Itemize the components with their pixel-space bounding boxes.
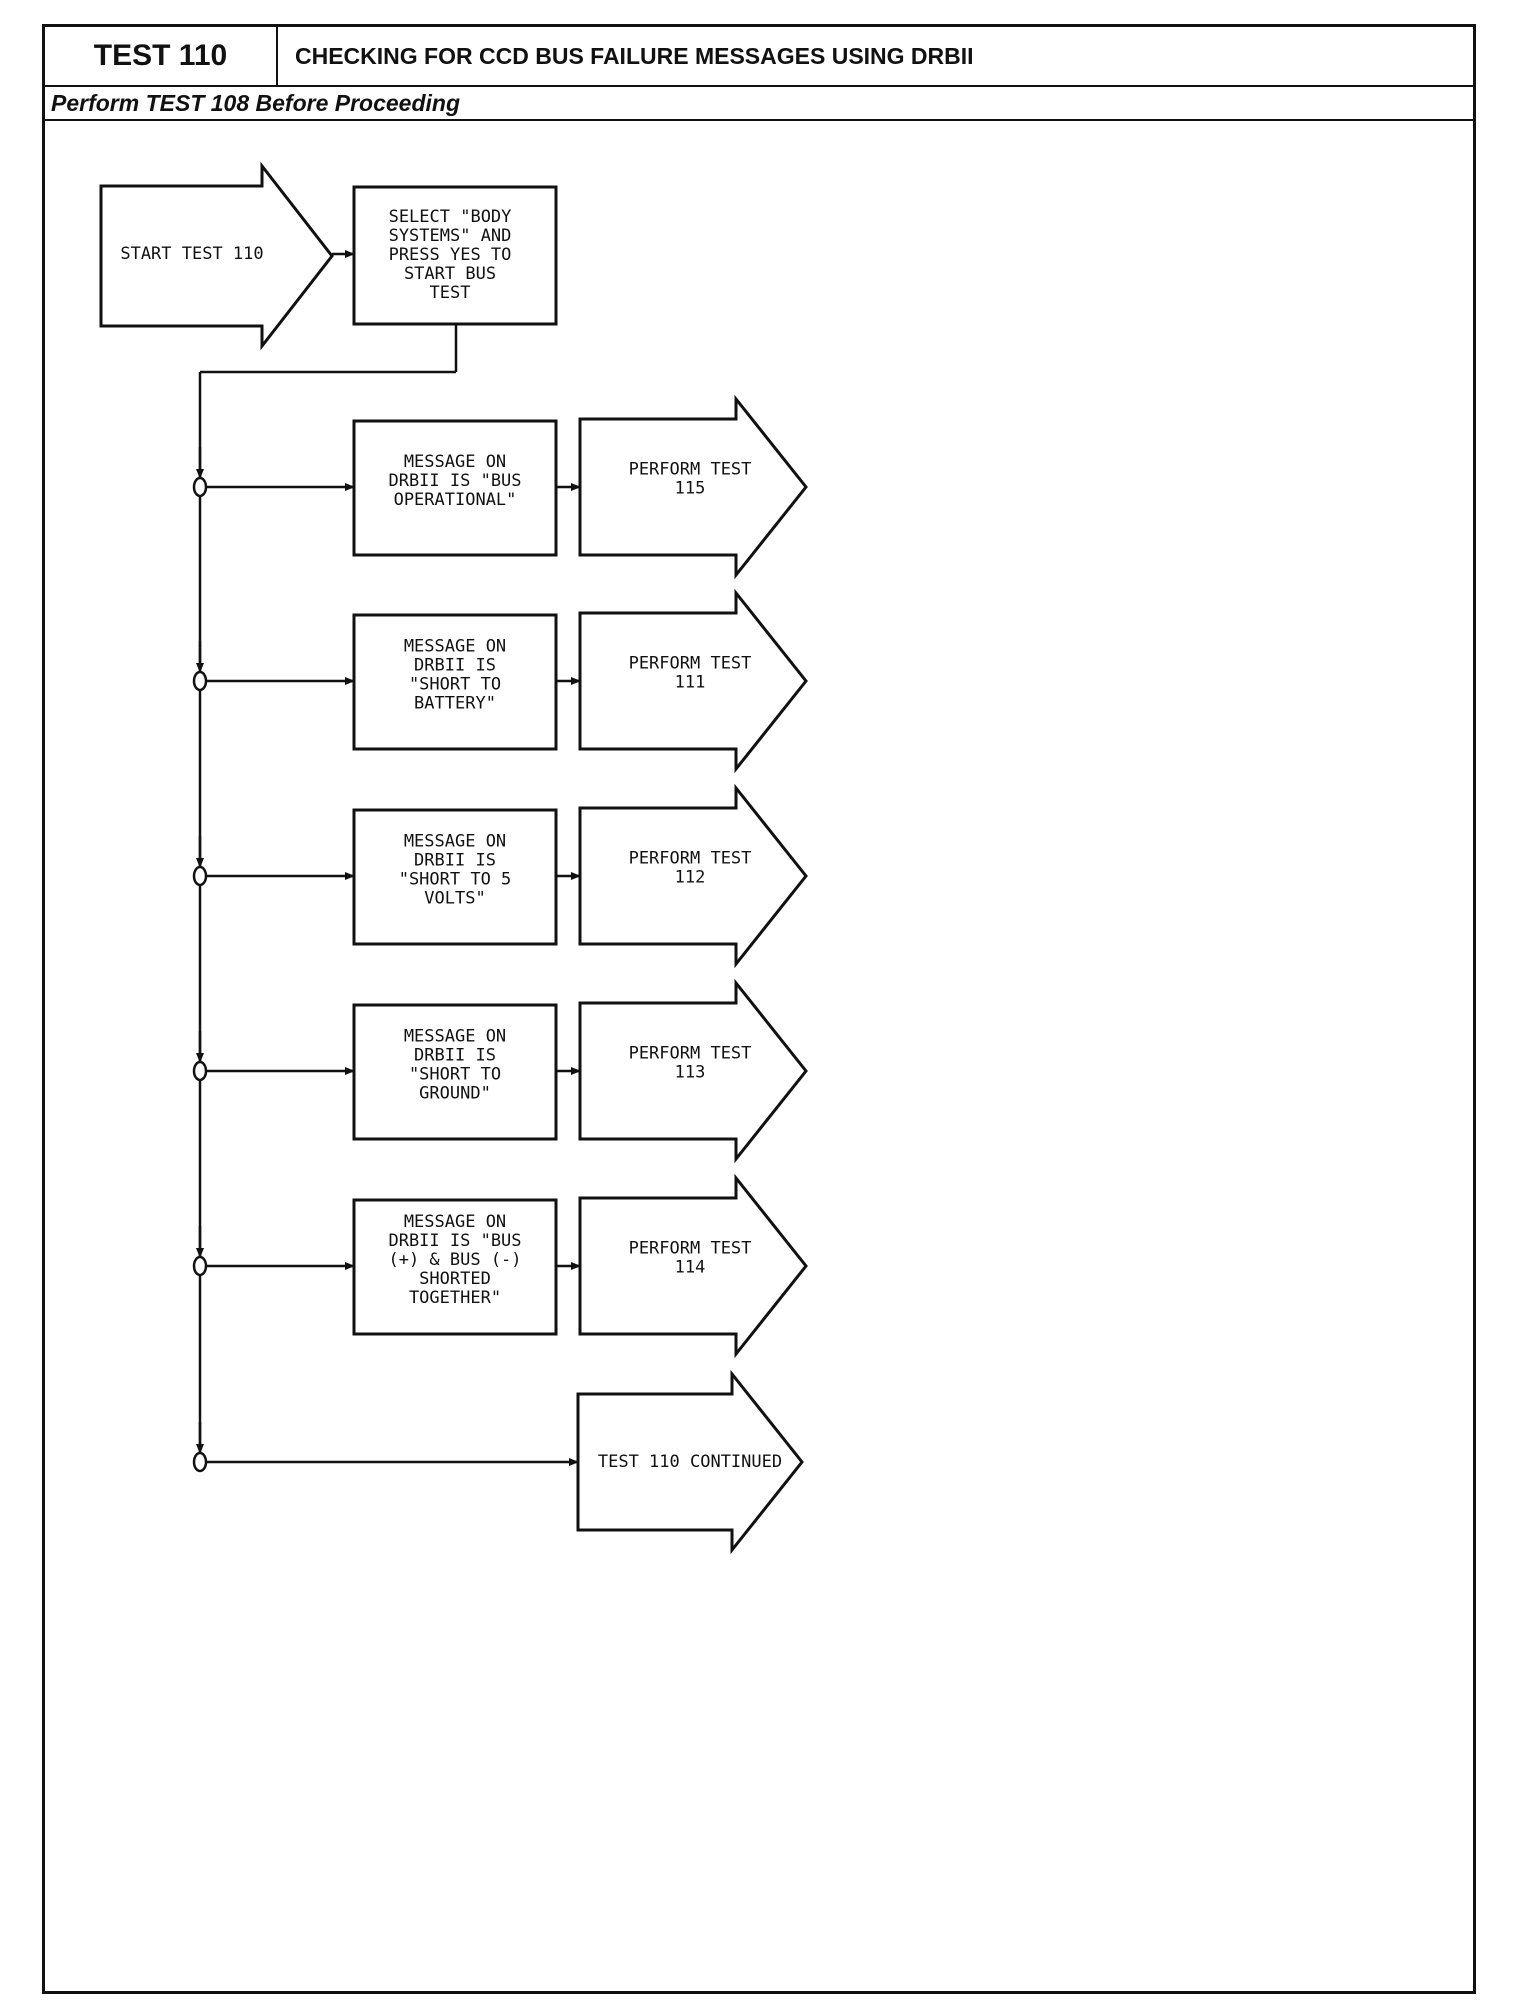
test-id: TEST 110 — [45, 27, 278, 85]
message-label-line: "SHORT TO — [409, 1065, 501, 1085]
page-frame: TEST 110 CHECKING FOR CCD BUS FAILURE ME… — [42, 24, 1476, 1994]
message-box — [352, 419, 558, 557]
start-label-line: START TEST 110 — [120, 244, 263, 264]
message-label-line: DRBII IS "BUS — [388, 471, 521, 491]
message-label-line: BATTERY" — [414, 694, 496, 714]
message-label-line: MESSAGE ON — [404, 1212, 506, 1232]
select-label-line: PRESS YES TO — [389, 245, 512, 265]
select-label-line: SYSTEMS" AND — [389, 226, 512, 246]
branch-node — [192, 865, 208, 887]
header-row: TEST 110 CHECKING FOR CCD BUS FAILURE ME… — [45, 27, 1473, 87]
action-arrow — [578, 588, 808, 774]
branch-node — [192, 670, 208, 692]
message-box — [352, 1198, 558, 1336]
action-label-line: 111 — [675, 673, 706, 693]
message-label-line: MESSAGE ON — [404, 452, 506, 472]
message-box — [352, 808, 558, 946]
message-label-line: VOLTS" — [424, 889, 485, 909]
action-label-line: PERFORM TEST — [629, 654, 752, 674]
action-label-line: 113 — [675, 1063, 706, 1083]
message-box — [352, 1003, 558, 1141]
message-label-line: DRBII IS — [414, 1046, 496, 1066]
message-label-line: OPERATIONAL" — [394, 490, 517, 510]
branch-node — [192, 1060, 208, 1082]
message-label-line: "SHORT TO 5 — [399, 870, 512, 890]
select-label-line: TEST — [430, 283, 471, 303]
message-label-line: SHORTED — [419, 1269, 491, 1289]
action-label-line: PERFORM TEST — [629, 460, 752, 480]
message-label-line: (+) & BUS (-) — [388, 1250, 521, 1270]
branch-node — [192, 1255, 208, 1277]
action-arrow — [578, 1173, 808, 1359]
message-label-line: MESSAGE ON — [404, 1027, 506, 1047]
message-label-line: MESSAGE ON — [404, 832, 506, 852]
prerequisite-text: Perform TEST 108 Before Proceeding — [51, 89, 461, 116]
action-arrow — [578, 783, 808, 969]
action-arrow — [578, 394, 808, 580]
message-label-line: DRBII IS — [414, 656, 496, 676]
message-label-line: DRBII IS "BUS — [388, 1231, 521, 1251]
start-arrow — [99, 161, 334, 351]
action-arrow — [578, 978, 808, 1164]
branch-node — [192, 476, 208, 498]
select-label-line: SELECT "BODY — [389, 207, 512, 227]
prerequisite-row: Perform TEST 108 Before Proceeding — [45, 87, 1473, 121]
action-label-line: PERFORM TEST — [629, 849, 752, 869]
message-label-line: "SHORT TO — [409, 675, 501, 695]
test-title: CHECKING FOR CCD BUS FAILURE MESSAGES US… — [295, 42, 974, 69]
message-label-line: GROUND" — [419, 1084, 491, 1104]
continue-label-line: TEST 110 CONTINUED — [598, 1452, 782, 1472]
select-label-line: START BUS — [404, 264, 496, 284]
action-label-line: PERFORM TEST — [629, 1044, 752, 1064]
action-label-line: 115 — [675, 479, 706, 499]
branch-node — [192, 1451, 208, 1473]
continue-arrow — [576, 1369, 804, 1555]
action-label-line: 114 — [675, 1258, 706, 1278]
message-label-line: TOGETHER" — [409, 1288, 501, 1308]
action-label-line: 112 — [675, 868, 706, 888]
action-label-line: PERFORM TEST — [629, 1239, 752, 1259]
message-label-line: DRBII IS — [414, 851, 496, 871]
message-label-line: MESSAGE ON — [404, 637, 506, 657]
